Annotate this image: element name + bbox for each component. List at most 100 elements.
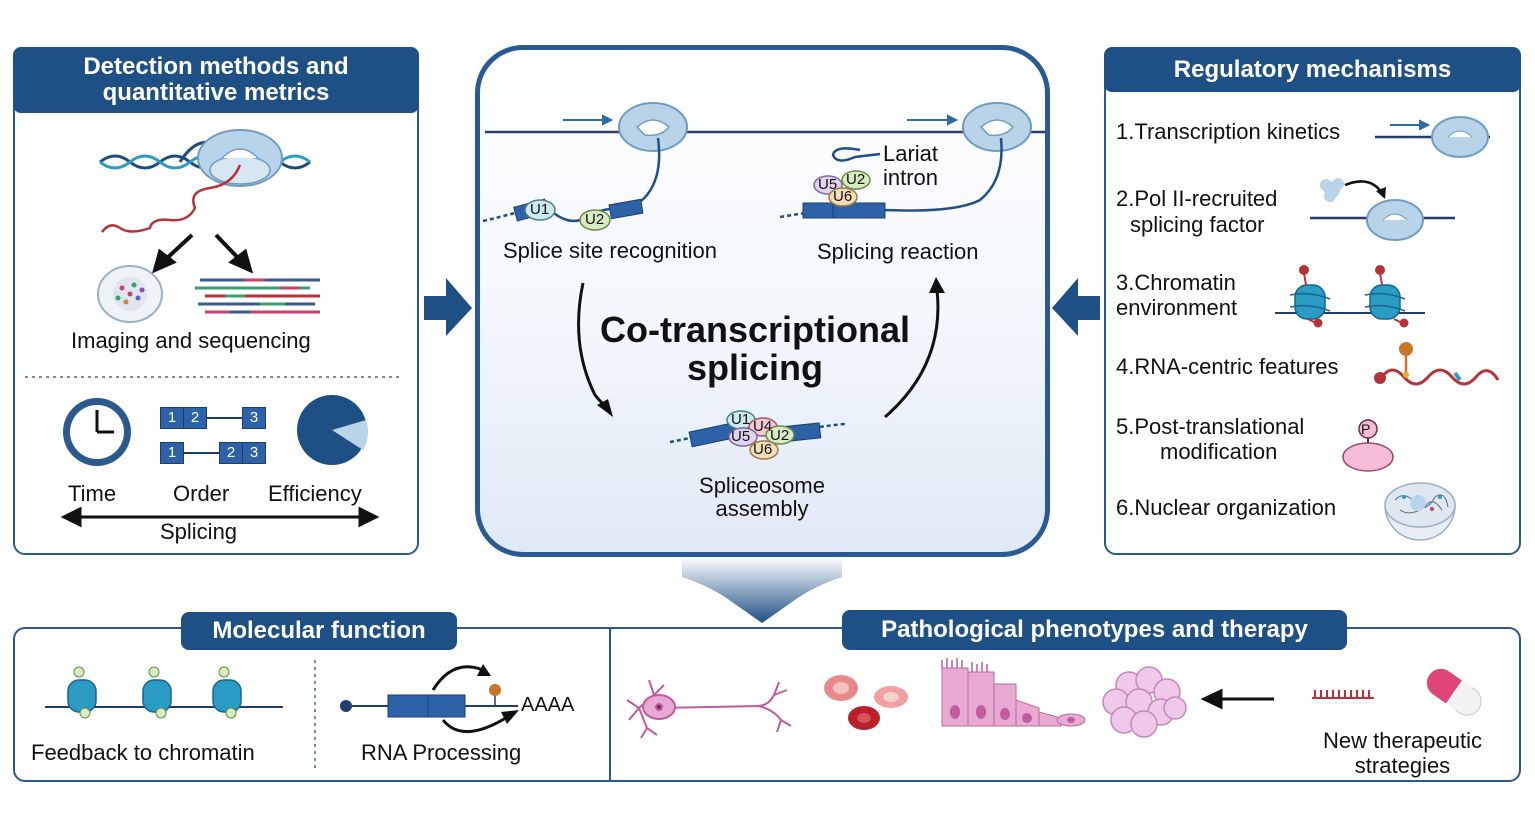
nucleosome-icon bbox=[1364, 265, 1409, 328]
rna-structure-icon bbox=[1374, 342, 1500, 386]
u1-label-left: U1 bbox=[530, 201, 550, 218]
detection-panel bbox=[13, 47, 419, 555]
center-title-line2: splicing bbox=[686, 347, 824, 388]
u2-snrnp-right bbox=[841, 170, 871, 190]
nascent-rna bbox=[100, 164, 242, 233]
order-box-3: 3 bbox=[242, 407, 266, 429]
splice-site-recognition-label: Splice site recognition bbox=[503, 238, 718, 263]
split-arrows bbox=[151, 233, 254, 274]
order-box-1: 1 bbox=[160, 407, 184, 429]
reg-item-1: 1.Transcription kinetics bbox=[1116, 119, 1341, 144]
right-to-center-arrow bbox=[1052, 278, 1100, 336]
red-blood-cell-icon bbox=[824, 675, 908, 730]
order-box-1: 1 bbox=[160, 442, 184, 464]
therapy-to-pathology-arrow bbox=[1200, 688, 1274, 710]
splicing-axis-label: Splicing bbox=[160, 519, 238, 544]
therapy-label: New therapeutic strategies bbox=[1300, 728, 1505, 778]
u2-label-assembly: U2 bbox=[770, 427, 790, 444]
exon-right-1 bbox=[802, 202, 834, 219]
rna-exon-2 bbox=[427, 694, 466, 718]
spliceosome-assembly-label: Spliceosome assembly bbox=[662, 474, 862, 520]
u2-snrnp-assembly bbox=[765, 425, 795, 445]
detection-illustration bbox=[25, 129, 400, 528]
reg-item-2-line1: 2.Pol II-recruited bbox=[1116, 186, 1278, 211]
phospho-label: P bbox=[1361, 421, 1371, 437]
u2-label-right: U2 bbox=[846, 171, 866, 188]
rna-polymerase-icon bbox=[618, 102, 688, 152]
lariat-loop bbox=[831, 147, 881, 162]
splicing-factor-icon bbox=[1320, 178, 1344, 202]
left-to-center-arrow bbox=[424, 278, 472, 336]
cycle-arrowhead-left bbox=[597, 399, 613, 417]
order-box-2: 2 bbox=[183, 407, 207, 429]
cycle-arrowhead-right bbox=[929, 277, 945, 293]
nucleosome-icon bbox=[142, 666, 172, 719]
center-title: Co-transcriptional splicing bbox=[575, 311, 935, 387]
feedback-chromatin-label: Feedback to chromatin bbox=[31, 740, 255, 765]
exon-right-2 bbox=[832, 202, 886, 219]
detection-title-line2: quantitative metrics bbox=[102, 79, 330, 106]
u2-label-left: U2 bbox=[585, 211, 605, 228]
imaging-cell-icon bbox=[97, 265, 163, 323]
nucleosome-icon bbox=[212, 666, 242, 719]
nucleosome-icon bbox=[1289, 265, 1331, 328]
reg-item-6: 6.Nuclear organization bbox=[1116, 495, 1337, 520]
tumor-cluster-icon bbox=[1102, 666, 1187, 738]
u1-snrnp bbox=[524, 199, 556, 221]
imaging-sequencing-label: Imaging and sequencing bbox=[71, 328, 311, 353]
reg-item-5-line1: 5.Post-translational bbox=[1116, 414, 1305, 439]
center-to-bottom-funnel bbox=[682, 557, 842, 623]
therapy-label-line2: strategies bbox=[1354, 753, 1451, 778]
phospho-protein-icon bbox=[1342, 419, 1394, 472]
reg-item-5-line2: modification bbox=[1160, 439, 1278, 464]
splicing-double-arrow bbox=[60, 506, 380, 528]
spliceosome-assembly-line2: assembly bbox=[715, 496, 809, 521]
molecular-function-illustrations bbox=[45, 660, 519, 770]
order-box-3: 3 bbox=[242, 442, 266, 464]
lariat-label-line2: intron bbox=[883, 165, 939, 190]
cotranscriptional-panel bbox=[475, 45, 1050, 557]
u5-snrnp-assembly bbox=[728, 427, 758, 447]
metric-efficiency-label: Efficiency bbox=[268, 481, 362, 506]
clock-icon bbox=[63, 398, 131, 466]
regulatory-panel-title: Regulatory mechanisms bbox=[1104, 47, 1521, 92]
pathology-title: Pathological phenotypes and therapy bbox=[842, 610, 1347, 650]
u1-label-assembly: U1 bbox=[731, 411, 751, 428]
spliceosome-assembly-line1: Spliceosome bbox=[699, 473, 825, 498]
rna-polymerase-icon bbox=[1431, 116, 1489, 158]
capsule-icon bbox=[1426, 668, 1482, 716]
order-row-top: 1 2 3 bbox=[160, 407, 267, 429]
nascent-rna-right bbox=[884, 137, 1003, 212]
exon-left-2 bbox=[608, 198, 644, 220]
oligo-icon bbox=[1312, 690, 1374, 699]
transcription-direction-arrows bbox=[563, 114, 959, 126]
u6-label-right: U6 bbox=[833, 188, 853, 205]
rna-polymerase-icon bbox=[1366, 199, 1424, 241]
center-title-line1: Co-transcriptional bbox=[599, 309, 911, 350]
u6-snrnp-assembly bbox=[749, 440, 779, 460]
center-illustration bbox=[482, 102, 1045, 460]
regulatory-illustrations bbox=[1275, 116, 1500, 541]
u6-label-assembly: U6 bbox=[753, 441, 773, 458]
molecular-function-panel bbox=[13, 627, 611, 782]
molecular-function-title: Molecular function bbox=[181, 612, 457, 650]
pie-efficiency-icon bbox=[297, 395, 369, 465]
neuron-icon bbox=[626, 679, 792, 739]
pathology-panel bbox=[609, 627, 1521, 782]
u5-label-assembly: U5 bbox=[731, 428, 751, 445]
detection-panel-title: Detection methods and quantitative metri… bbox=[13, 47, 419, 113]
cycle-arrow-right bbox=[884, 289, 940, 419]
order-intron-line bbox=[206, 417, 242, 419]
order-intron-line bbox=[183, 452, 219, 454]
lariat-label-line1: Lariat bbox=[883, 141, 939, 166]
rna-exon-1 bbox=[387, 694, 429, 718]
reg-item-3-line1: 3.Chromatin bbox=[1116, 270, 1236, 295]
u5-label-right: U5 bbox=[818, 176, 838, 193]
u4-label-assembly: U4 bbox=[753, 418, 773, 435]
reg-item-2-line2: splicing factor bbox=[1130, 212, 1265, 237]
splicing-reaction-label: Splicing reaction bbox=[817, 239, 979, 264]
rna-processing-label: RNA Processing bbox=[361, 740, 522, 765]
rna-polymerase-icon bbox=[962, 102, 1032, 152]
u2-snrnp bbox=[579, 209, 611, 231]
nucleus-icon bbox=[1384, 482, 1456, 541]
